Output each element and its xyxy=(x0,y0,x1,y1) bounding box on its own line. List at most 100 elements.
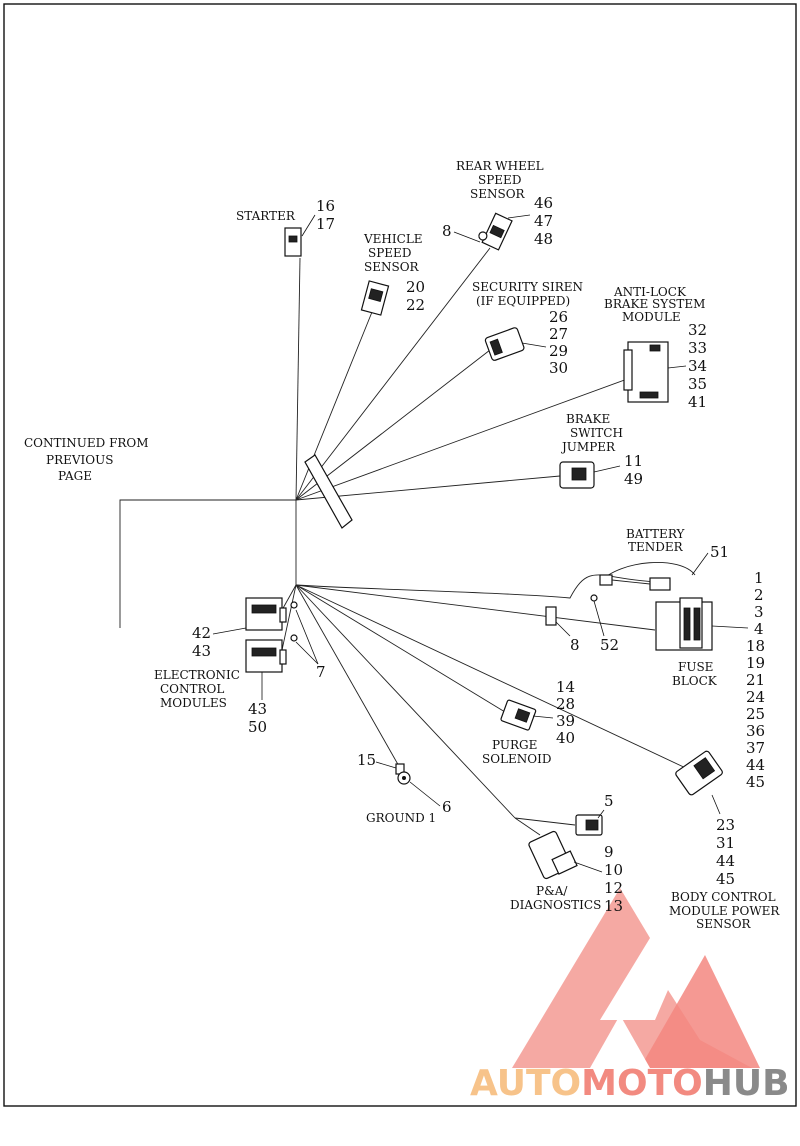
brake-num: 11 xyxy=(624,452,643,470)
rwss-label: REAR WHEEL xyxy=(456,159,544,173)
continued-label: PREVIOUS xyxy=(46,453,113,467)
fuse-num: 4 xyxy=(754,620,764,638)
fuse-label: BLOCK xyxy=(672,674,718,688)
continued-label: PAGE xyxy=(58,469,92,483)
harness-clip xyxy=(545,594,598,626)
ecm-num: 43 xyxy=(192,642,211,660)
abs-label: BRAKE SYSTEM xyxy=(604,297,705,311)
fuse-label: FUSE xyxy=(678,660,713,674)
diag-num-top: 5 xyxy=(604,792,614,810)
continued-label: CONTINUED FROM xyxy=(24,436,149,450)
ecm-label: CONTROL xyxy=(160,682,224,696)
ecm-callout: 7 xyxy=(316,663,326,681)
purge-num: 28 xyxy=(556,695,575,713)
fuse-nums: 1 2 3 4 18 19 21 24 25 36 37 44 45 xyxy=(746,569,765,791)
starter-label: STARTER xyxy=(236,209,296,223)
purge-label: PURGE xyxy=(492,738,537,752)
abs-num: 32 xyxy=(688,321,707,339)
battery-label: TENDER xyxy=(628,540,684,554)
fuse-num: 21 xyxy=(746,671,765,689)
harness-sleeve xyxy=(304,454,353,529)
ecm-label: MODULES xyxy=(160,696,227,710)
vss-label: SPEED xyxy=(368,246,411,260)
ground-num-left: 15 xyxy=(357,751,376,769)
fuse-block xyxy=(655,597,713,651)
ground-ring-terminal xyxy=(395,763,411,785)
fuse-num: 45 xyxy=(746,773,765,791)
abs-num: 33 xyxy=(688,339,707,357)
siren-label: SECURITY SIREN xyxy=(472,280,583,294)
vss-label: SENSOR xyxy=(364,260,420,274)
diag-connector-main xyxy=(528,830,578,880)
ecm-num: 43 xyxy=(248,700,267,718)
battery-tender-connector xyxy=(599,574,671,591)
purge-num: 39 xyxy=(556,712,575,730)
bcm-num: 23 xyxy=(716,816,735,834)
siren-label: (IF EQUIPPED) xyxy=(476,294,570,308)
bcm-label: SENSOR xyxy=(696,917,752,931)
abs-label: ANTI-LOCK xyxy=(613,285,687,299)
fuse-num: 36 xyxy=(746,722,765,740)
siren-connector xyxy=(484,327,525,361)
diag-num: 13 xyxy=(604,897,623,915)
diag-label: DIAGNOSTICS xyxy=(510,898,601,912)
vss-connector xyxy=(360,280,390,316)
battery-label: BATTERY xyxy=(626,527,685,541)
ground-label: GROUND 1 xyxy=(366,811,436,825)
fuse-num: 24 xyxy=(746,688,765,706)
ecm-label: ELECTRONIC xyxy=(154,668,240,682)
diag-num: 10 xyxy=(604,861,623,879)
vss-num: 22 xyxy=(406,296,425,314)
brake-jumper-connector xyxy=(559,461,595,489)
rwss-label: SPEED xyxy=(478,173,521,187)
abs-module xyxy=(623,341,669,403)
abs-num: 41 xyxy=(688,393,707,411)
starter-num: 16 xyxy=(316,197,335,215)
fuse-num: 19 xyxy=(746,654,765,672)
brake-label: JUMPER xyxy=(560,440,616,454)
ecm-clip xyxy=(290,634,298,642)
fuse-num: 1 xyxy=(754,569,764,587)
fuse-num: 44 xyxy=(746,756,765,774)
diag-label: P&A/ xyxy=(536,884,568,898)
purge-label: SOLENOID xyxy=(482,752,552,766)
fuse-num: 3 xyxy=(754,603,764,621)
bcm-num: 45 xyxy=(716,870,735,888)
watermark-auto: AUTO xyxy=(470,1063,581,1104)
bcm-num: 44 xyxy=(716,852,735,870)
bcm-connector xyxy=(675,750,723,796)
clip-52-num: 52 xyxy=(600,636,619,654)
ground-num-right: 6 xyxy=(442,798,452,816)
siren-num: 30 xyxy=(549,359,568,377)
wire-harness xyxy=(119,247,696,836)
bcm-label: BODY CONTROL xyxy=(671,890,776,904)
battery-num: 51 xyxy=(710,543,729,561)
bcm-num: 31 xyxy=(716,834,735,852)
fuse-num: 37 xyxy=(746,739,765,757)
watermark-text: AUTOMOTOHUB xyxy=(470,1063,790,1104)
starter-num: 17 xyxy=(316,215,335,233)
watermark-moto: MOTO xyxy=(581,1063,703,1104)
rwss-label: SENSOR xyxy=(470,187,526,201)
ecm-clip xyxy=(290,601,298,609)
ecm-connector-top xyxy=(245,597,287,631)
rwss-num: 48 xyxy=(534,230,553,248)
vss-num: 20 xyxy=(406,278,425,296)
fuse-num: 2 xyxy=(754,586,764,604)
watermark-logo xyxy=(512,888,760,1068)
abs-label: MODULE xyxy=(622,310,681,324)
diag-num: 9 xyxy=(604,843,614,861)
abs-num: 34 xyxy=(688,357,707,375)
brake-label: SWITCH xyxy=(570,426,623,440)
siren-num: 26 xyxy=(549,308,568,326)
fuse-num: 25 xyxy=(746,705,765,723)
siren-num: 27 xyxy=(549,325,568,343)
watermark-hub: HUB xyxy=(703,1063,790,1104)
rwss-num: 47 xyxy=(534,212,553,230)
diag-num: 12 xyxy=(604,879,623,897)
siren-num: 29 xyxy=(549,342,568,360)
ecm-connector-bottom xyxy=(245,639,287,673)
rwss-num: 46 xyxy=(534,194,553,212)
bcm-label: MODULE POWER xyxy=(669,904,780,918)
rwss-connector xyxy=(478,212,513,251)
